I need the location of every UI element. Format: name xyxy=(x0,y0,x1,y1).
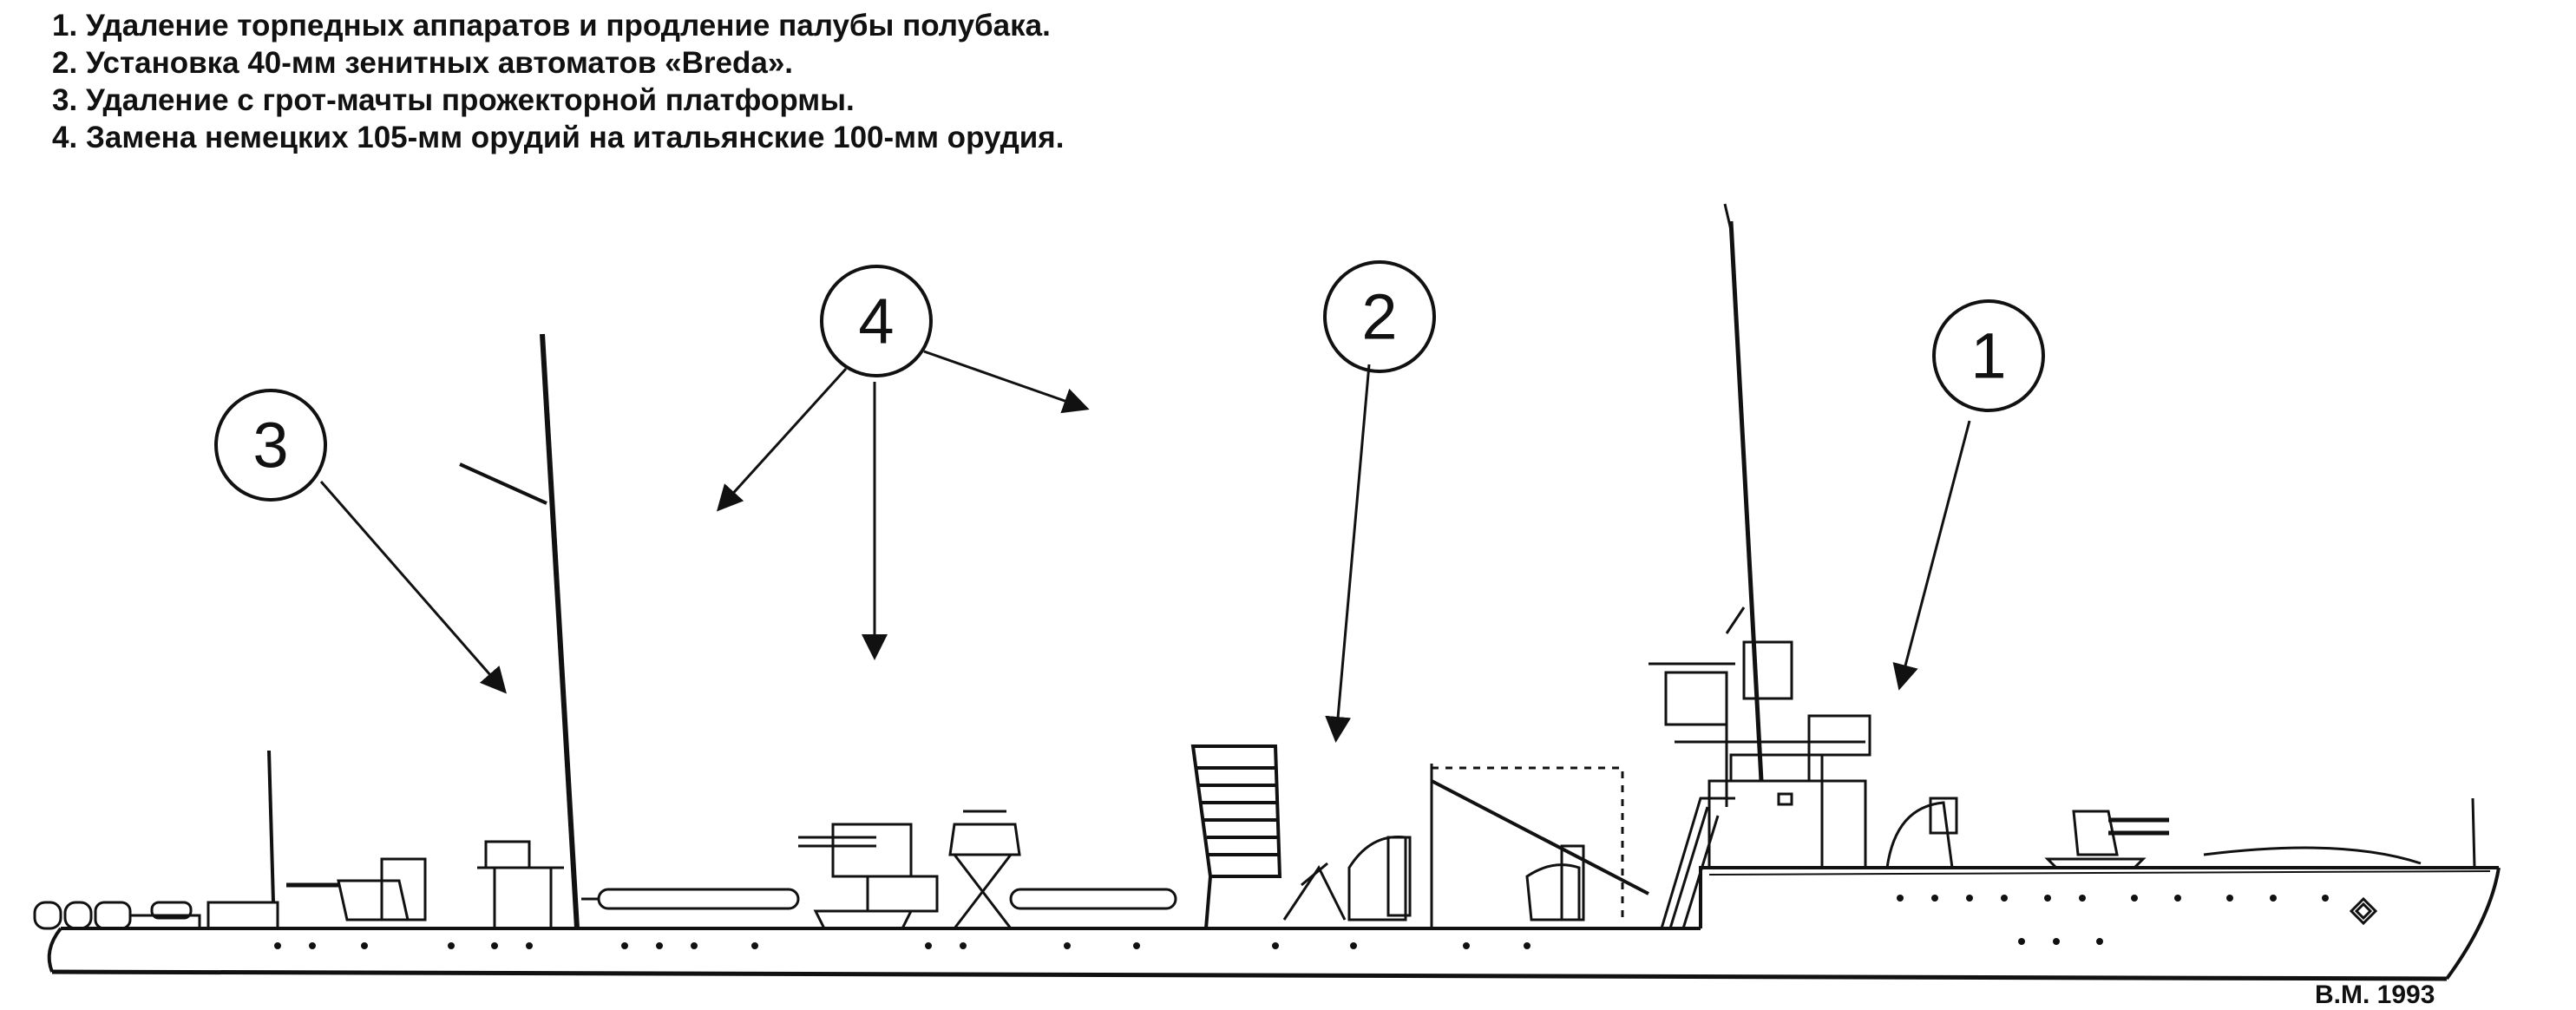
modification-notes: 1. Удаление торпедных аппаратов и продле… xyxy=(52,7,1614,156)
portholes xyxy=(274,895,2329,949)
note-3-number: 3. xyxy=(52,83,78,117)
note-1-number: 1. xyxy=(52,9,78,43)
callout-1-arrow xyxy=(1892,420,1971,691)
callout-4-label: 4 xyxy=(858,285,894,357)
callout-1-label: 1 xyxy=(1970,320,2006,392)
callout-4-circle xyxy=(820,265,933,377)
artist-credit: В.М. 1993 xyxy=(2315,980,2435,1009)
boat-davit xyxy=(1430,764,1649,928)
callout-2-arrow xyxy=(1325,364,1371,743)
callout-1-circle xyxy=(1932,299,2045,412)
bridge-superstructure xyxy=(1649,640,1871,929)
callout-2-circle xyxy=(1323,260,1436,373)
forward-gun-mount xyxy=(1885,797,2422,869)
note-4-text: Замена немецких 105-мм орудий на итальян… xyxy=(85,121,1065,154)
callout-3-label: 3 xyxy=(252,410,288,482)
note-2: 2. Установка 40-мм зенитных автоматов «B… xyxy=(52,44,1614,82)
foremast xyxy=(1723,203,1764,782)
deck-torpedo-cylinders xyxy=(581,888,1177,910)
callout-3-circle xyxy=(214,389,327,502)
note-4: 4. Замена немецких 105-мм орудий на итал… xyxy=(52,119,1614,156)
note-2-number: 2. xyxy=(52,46,78,80)
callout-arrows xyxy=(319,350,1971,743)
stern-details xyxy=(33,750,279,930)
callout-markers xyxy=(214,260,2045,502)
funnel xyxy=(1190,744,1282,929)
main-mast xyxy=(459,333,580,929)
callout-3-arrow xyxy=(319,481,507,694)
anchor-hawse-icon xyxy=(2349,896,2378,926)
ship-hull xyxy=(47,866,2501,981)
jack-staff xyxy=(2471,797,2476,869)
aft-deckhouse xyxy=(477,840,564,930)
callout-2-label: 2 xyxy=(1361,281,1397,353)
note-1: 1. Удаление торпедных аппаратов и продле… xyxy=(52,7,1614,44)
note-3: 3. Удаление с грот-мачты прожекторной пл… xyxy=(52,82,1614,119)
note-4-number: 4. xyxy=(52,121,78,154)
note-1-text: Удаление торпедных аппаратов и продление… xyxy=(85,9,1051,43)
aft-gun-mount xyxy=(286,857,427,921)
midship-gun-mount xyxy=(798,823,939,930)
note-2-text: Установка 40-мм зенитных автоматов «Bred… xyxy=(85,46,794,80)
note-3-text: Удаление с грот-мачты прожекторной платф… xyxy=(85,83,855,117)
searchlight-tower xyxy=(948,810,1021,930)
callout-4-arrow-fwd xyxy=(923,350,1090,414)
breda-aa-mount xyxy=(1282,835,1585,921)
callout-4-arrow-aft xyxy=(716,367,848,512)
